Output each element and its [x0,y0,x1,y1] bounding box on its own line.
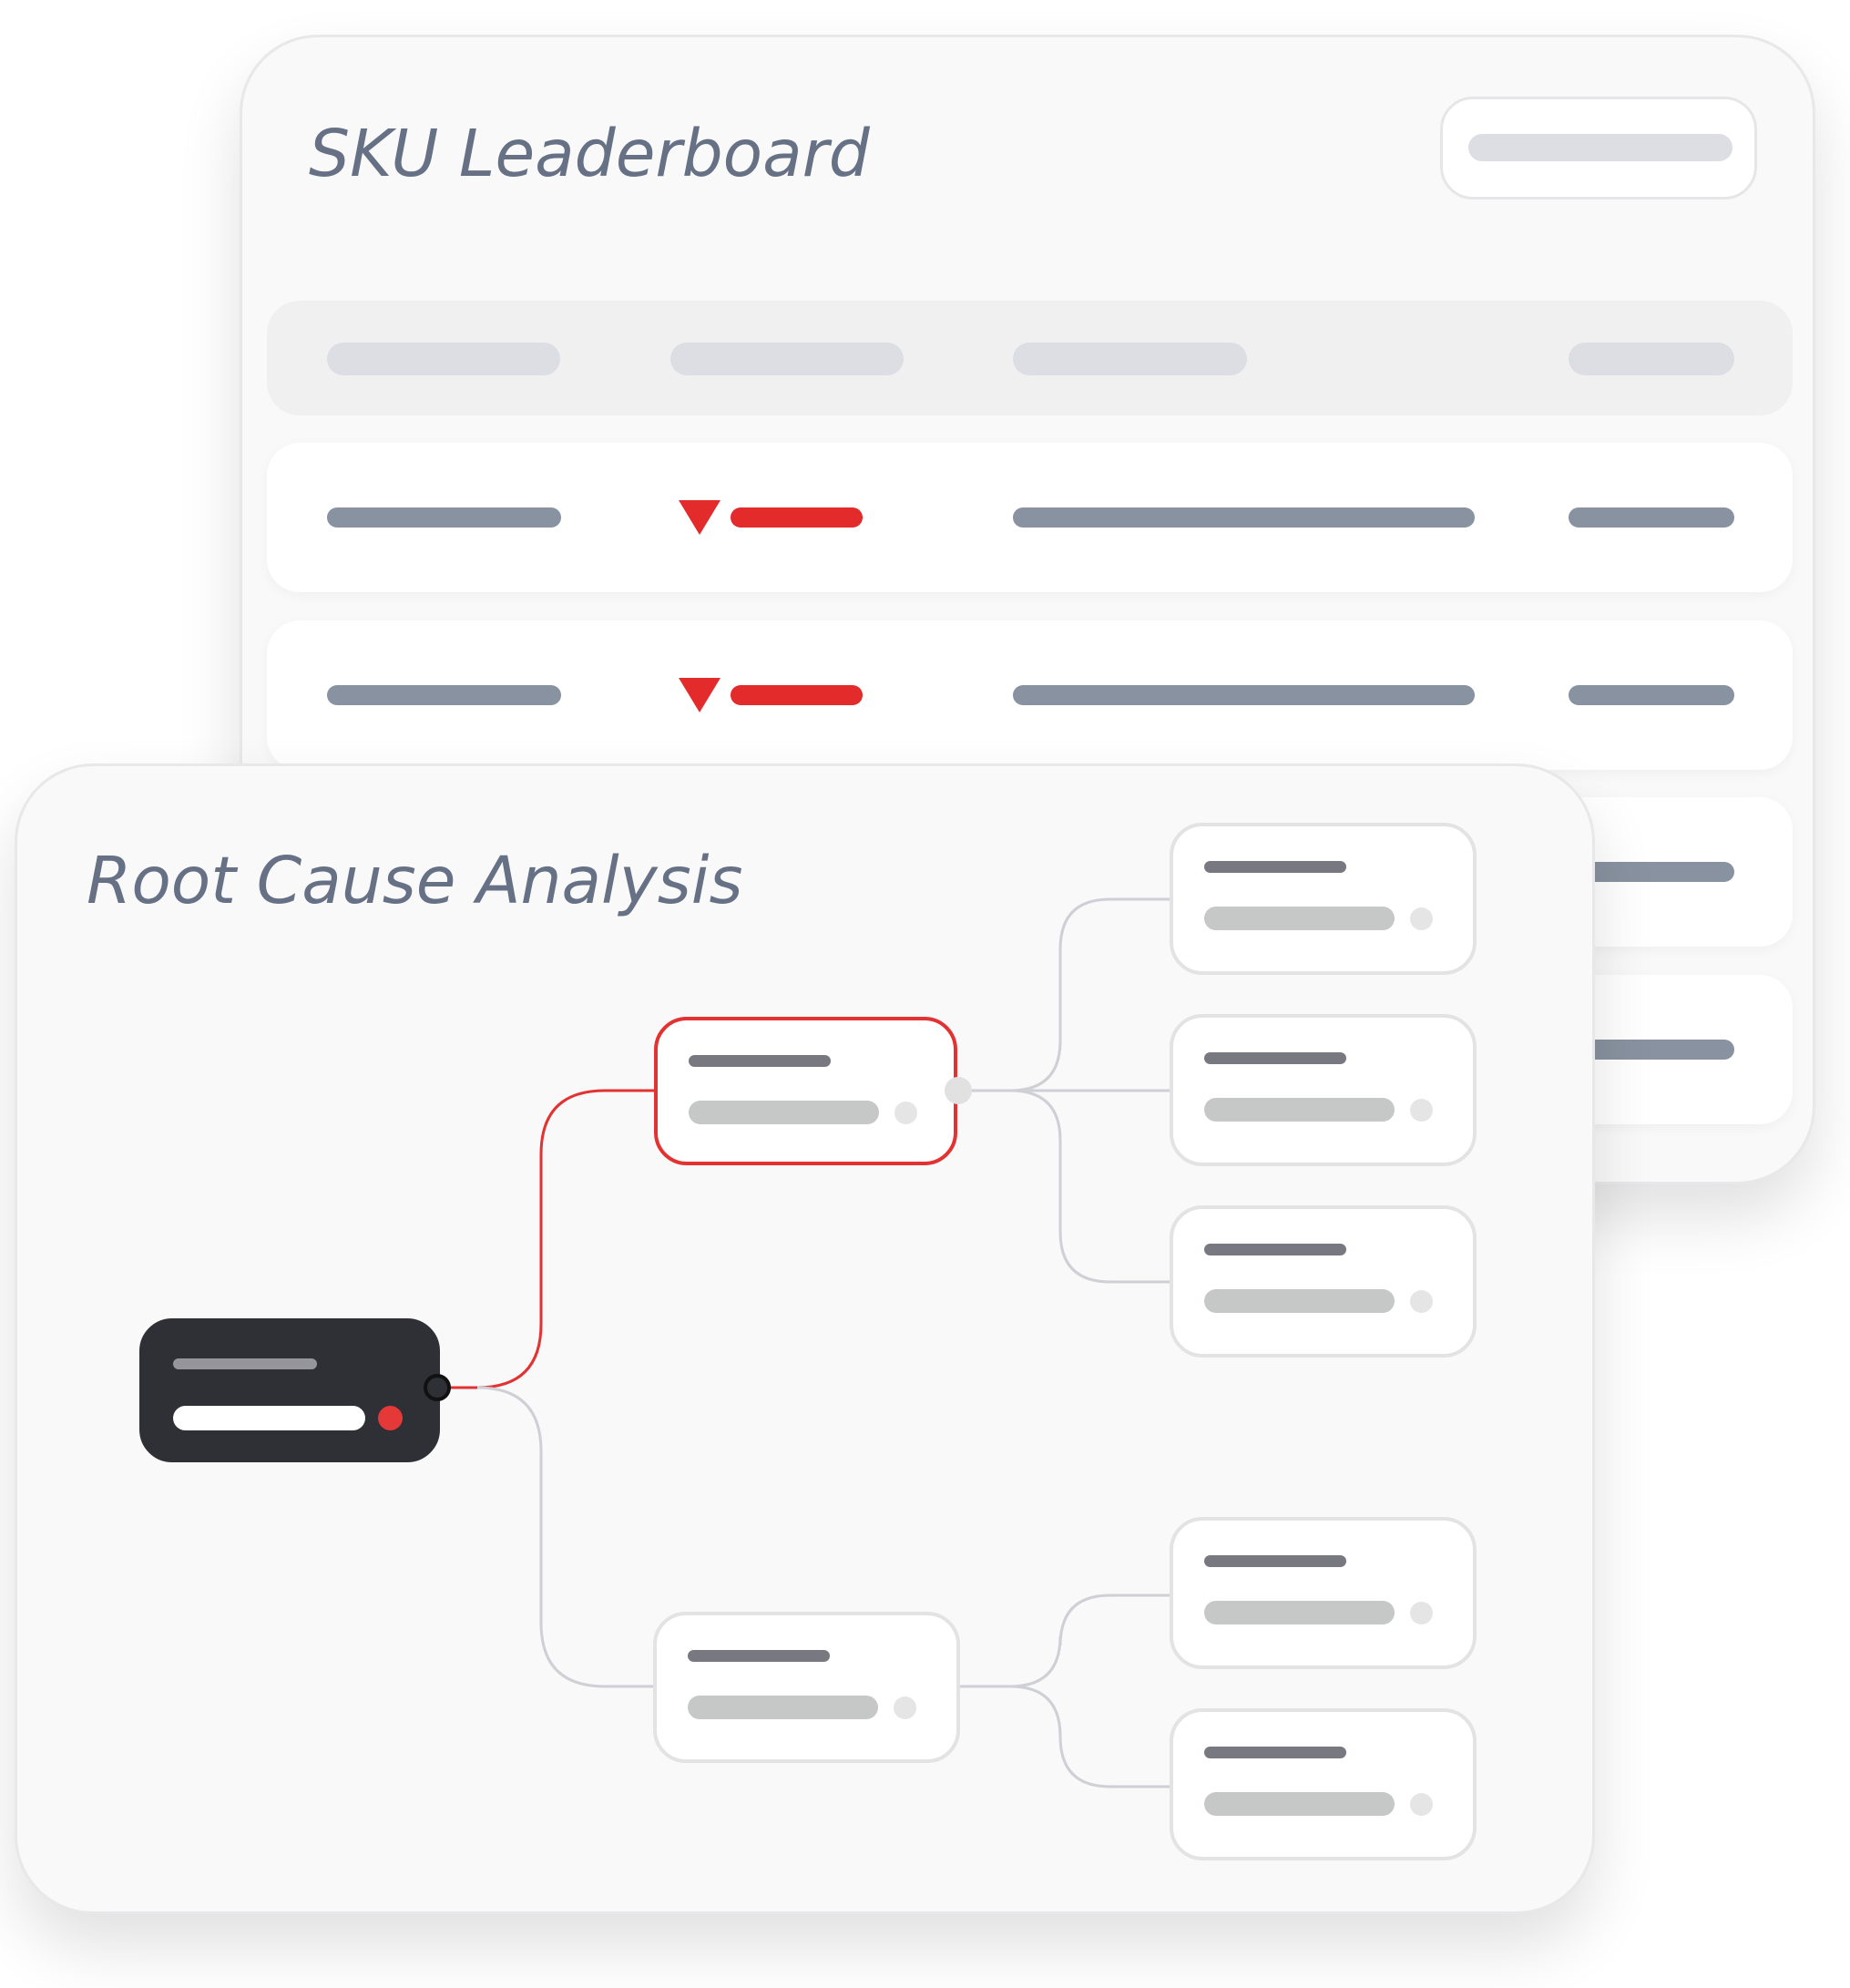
sku-name-placeholder [327,507,561,528]
branch-node-top[interactable] [654,1017,957,1165]
detail-placeholder [1013,685,1475,705]
node-label-placeholder [1204,861,1346,873]
leaf-node-1[interactable] [1170,823,1477,975]
column-header-1 [327,343,560,375]
value-placeholder [1569,685,1734,705]
alert-dot-icon [378,1406,403,1430]
node-label-placeholder [689,1055,831,1067]
status-dot-icon [894,1102,917,1124]
status-dot-icon [1410,1793,1433,1816]
column-header-3 [1013,343,1247,375]
connector-to-leaf-5 [1009,1685,1170,1788]
leaf-node-2[interactable] [1170,1014,1477,1166]
node-value-placeholder [1204,1792,1395,1816]
down-triangle-icon [679,678,721,712]
node-value-placeholder [689,1101,879,1124]
node-value-placeholder [1204,907,1395,930]
value-placeholder [1569,862,1734,882]
node-label-placeholder [1204,1052,1346,1064]
leaf-node-5[interactable] [1170,1708,1477,1860]
change-value-placeholder [731,685,863,705]
node-value-placeholder [1204,1601,1395,1624]
connector-root-to-branch-top [436,1089,655,1389]
root-output-port[interactable] [424,1374,451,1401]
value-placeholder [1569,1040,1734,1060]
status-dot-icon [894,1696,916,1719]
connector-to-leaf-3 [1009,1089,1170,1284]
filter-placeholder [1468,134,1732,161]
node-label-placeholder [688,1650,830,1662]
down-triangle-icon [679,500,721,535]
node-value-placeholder [1204,1289,1395,1313]
column-header-2 [670,343,904,375]
column-header-4 [1569,343,1734,375]
node-value-placeholder [688,1696,878,1719]
leaf-node-3[interactable] [1170,1205,1477,1358]
branch-top-output-port[interactable] [945,1077,972,1104]
node-value-placeholder [173,1406,365,1430]
change-value-placeholder [731,507,863,528]
connector-to-leaf-4 [956,1593,1170,1688]
node-label-placeholder [173,1358,317,1369]
node-label-placeholder [1204,1747,1346,1758]
detail-placeholder [1013,507,1475,528]
node-label-placeholder [1204,1244,1346,1255]
root-cause-analysis-card: Root Cause Analysis [15,763,1595,1914]
leaf-node-4[interactable] [1170,1517,1477,1669]
branch-node-bottom[interactable] [653,1612,960,1763]
table-row[interactable] [267,620,1793,770]
table-row[interactable] [267,443,1793,592]
value-placeholder [1569,507,1734,528]
root-node[interactable] [139,1318,440,1462]
filter-dropdown[interactable] [1440,97,1757,200]
status-dot-icon [1410,907,1433,930]
connector-lines [436,897,1170,1788]
sku-name-placeholder [327,685,561,705]
table-header [267,301,1793,415]
connector-root-to-branch-bottom [476,1386,655,1688]
status-dot-icon [1410,1602,1433,1624]
connector-to-leaf-1 [954,897,1170,1092]
status-dot-icon [1410,1099,1433,1122]
leaderboard-title: SKU Leaderboard [309,116,870,191]
status-dot-icon [1410,1290,1433,1313]
node-value-placeholder [1204,1098,1395,1122]
node-label-placeholder [1204,1555,1346,1567]
rca-title: Root Cause Analysis [87,843,743,918]
